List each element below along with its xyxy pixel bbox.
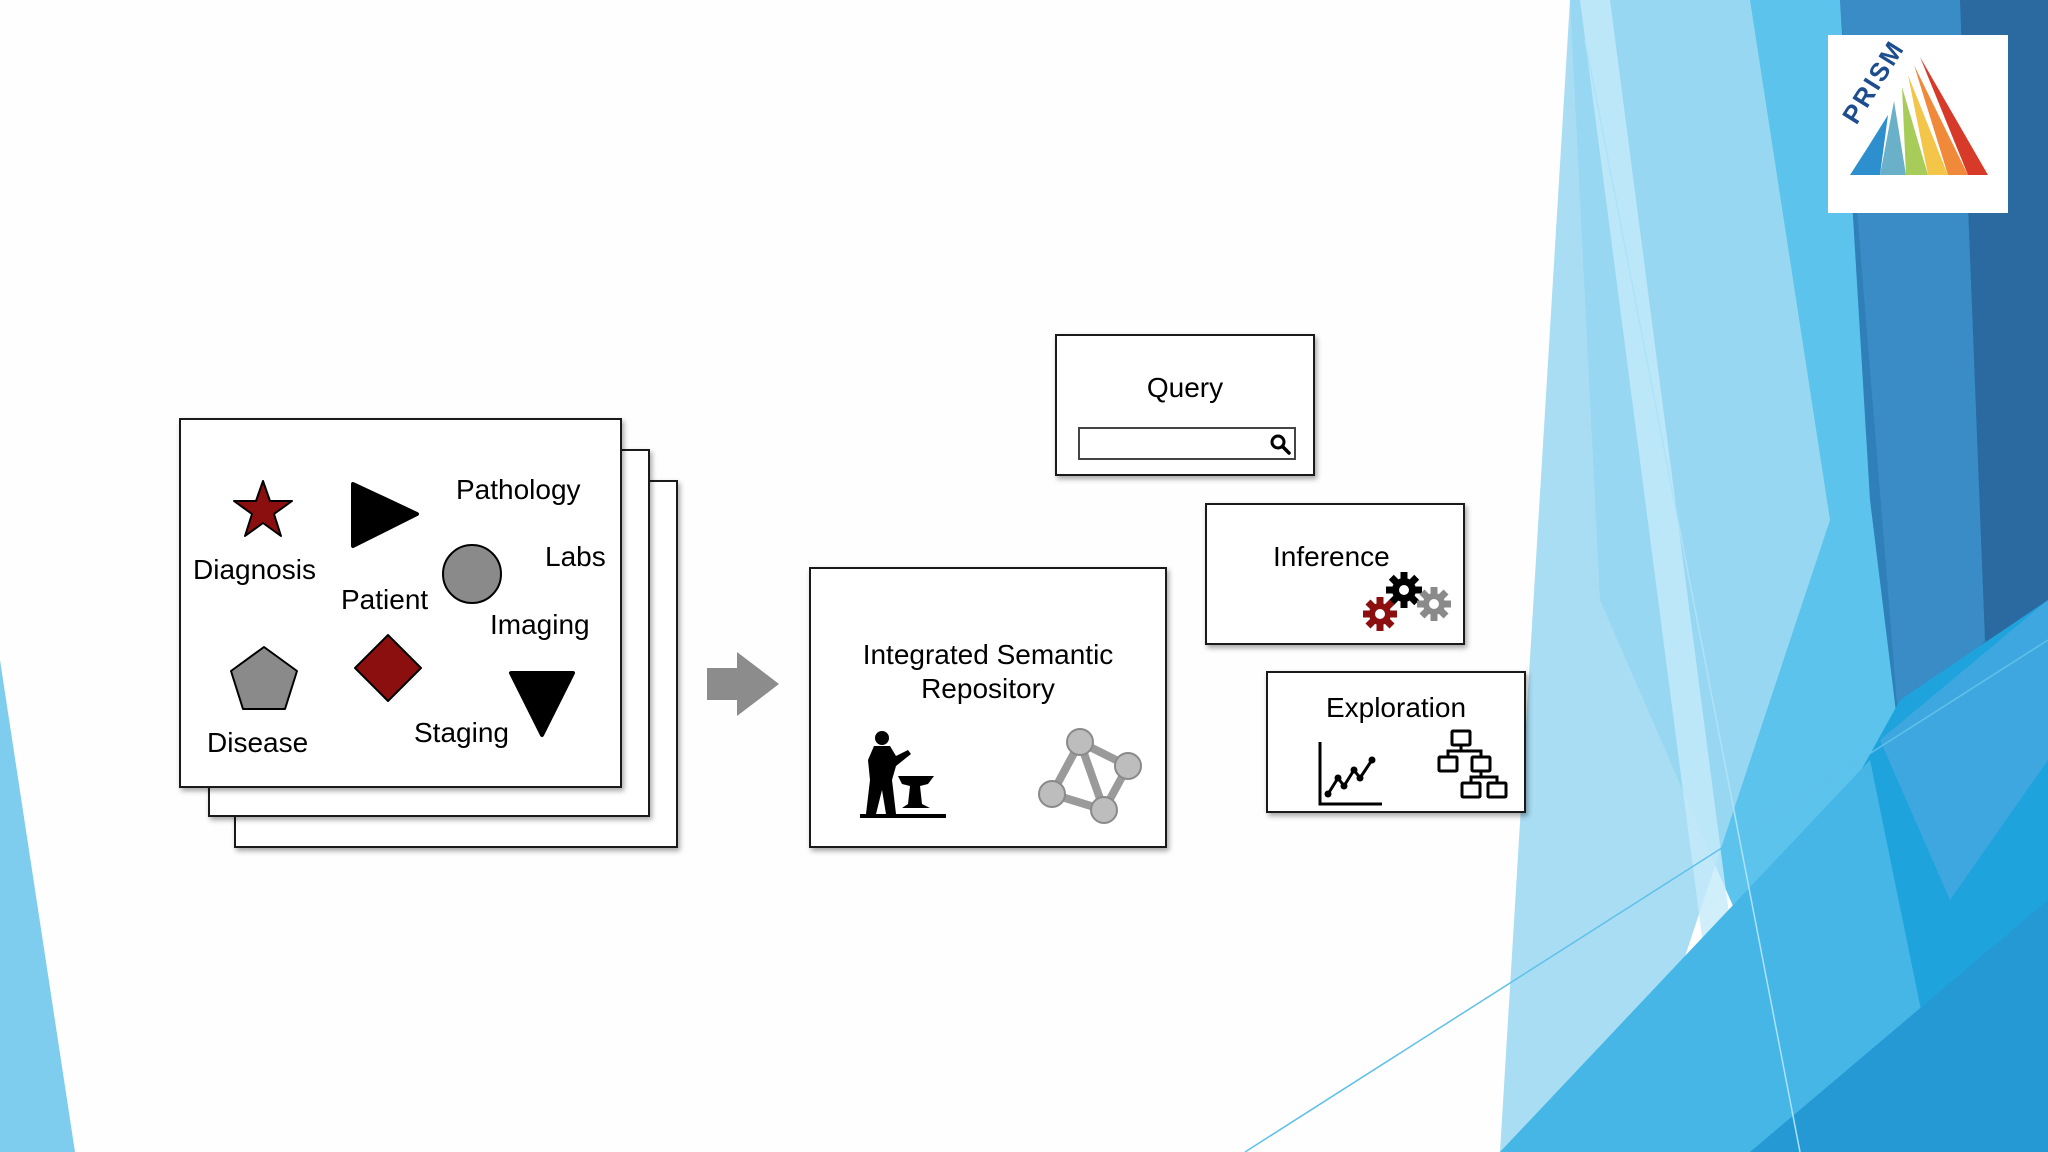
graph-molecule-icon [1038, 728, 1142, 824]
patient-triangle-icon [351, 482, 419, 548]
blacksmith-icon [860, 731, 946, 818]
inverted-triangle-icon [509, 671, 575, 737]
diagnosis-label: Diagnosis [193, 554, 316, 585]
imaging-circle-icon [442, 544, 502, 604]
exploration-card [1266, 671, 1526, 813]
search-icon[interactable] [1268, 432, 1292, 456]
prism-logo: PRISM [1828, 35, 2008, 213]
flow-arrow-icon [707, 652, 779, 716]
labs-label: Labs [545, 541, 606, 572]
repository-title-line2: Repository [921, 673, 1055, 704]
staging-label: Staging [414, 717, 509, 748]
pathology-label: Pathology [456, 474, 581, 505]
inference-title: Inference [1273, 541, 1390, 572]
disease-pentagon-icon [230, 646, 298, 710]
line-chart-icon [1318, 742, 1382, 806]
gears-icon [1363, 572, 1451, 631]
repository-title-line1: Integrated Semantic [862, 639, 1114, 670]
imaging-label: Imaging [490, 609, 590, 640]
disease-label: Disease [207, 727, 309, 758]
query-search-input[interactable] [1078, 427, 1296, 460]
query-title: Query [1146, 372, 1224, 403]
inference-card [1205, 503, 1465, 645]
diagnosis-star-icon [233, 480, 293, 537]
patient-label: Patient [341, 584, 429, 615]
staging-diamond-icon [354, 634, 422, 702]
hierarchy-icon [1437, 729, 1508, 799]
exploration-title: Exploration [1325, 692, 1467, 723]
